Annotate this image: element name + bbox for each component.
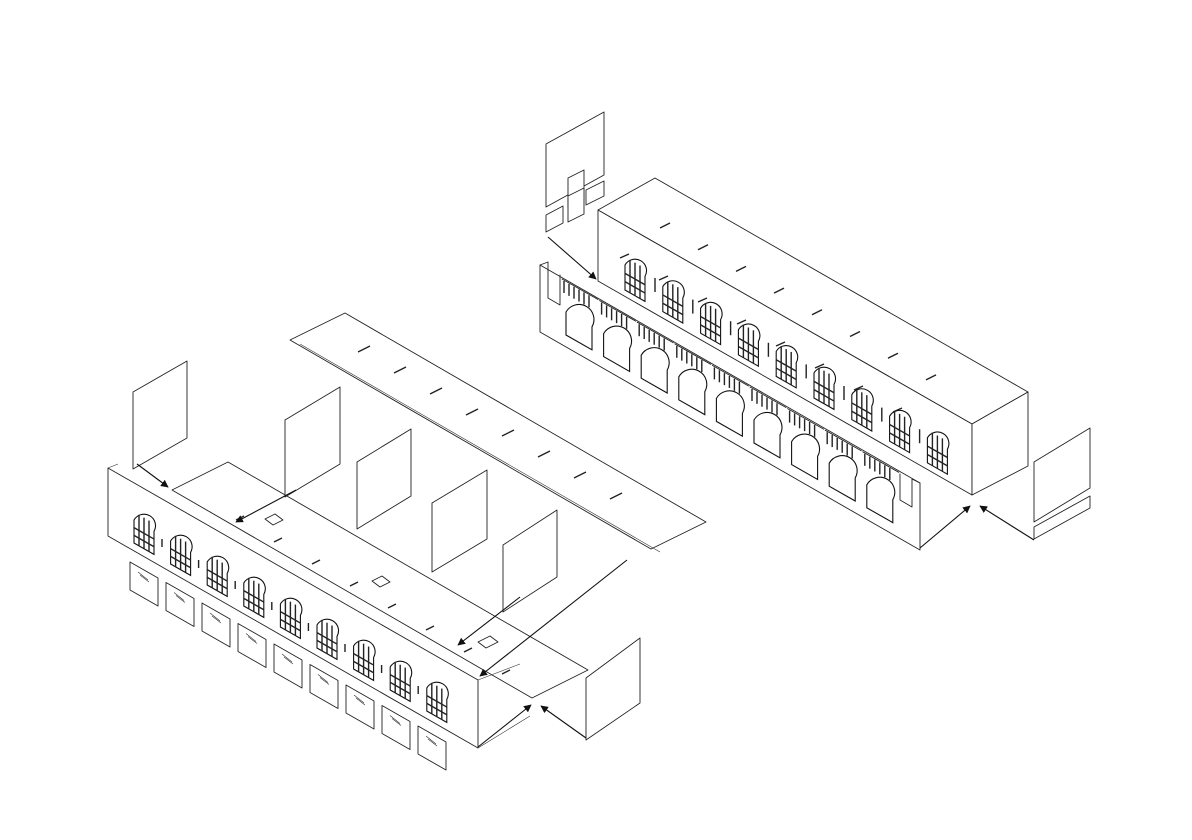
- pane-outline: [238, 624, 266, 668]
- glazing-pane: [310, 665, 338, 709]
- arrow: [541, 706, 586, 738]
- glazing-pane: [382, 706, 410, 750]
- end-wall-right: [1034, 428, 1090, 539]
- pane-outline: [166, 583, 194, 627]
- glazing-pane: [238, 624, 266, 668]
- glazing-pane: [346, 685, 374, 729]
- glazing-pane: [166, 583, 194, 627]
- pane-outline: [346, 685, 374, 729]
- glazing-pane: [274, 644, 302, 688]
- partition-wall: [285, 387, 340, 497]
- pane-outline: [130, 562, 158, 606]
- partition-wall: [432, 470, 487, 572]
- pane-outline: [382, 706, 410, 750]
- glazing-pane: [418, 726, 446, 770]
- small-parts-left: [546, 112, 604, 232]
- pane-outline: [310, 665, 338, 709]
- partition-wall: [357, 429, 411, 529]
- pane-outline: [274, 644, 302, 688]
- arrow: [920, 506, 970, 548]
- end-wall-right: [586, 638, 640, 740]
- pane-outline: [418, 726, 446, 770]
- left-assembly: [108, 313, 706, 770]
- end-wall-left: [133, 361, 187, 469]
- pane-outline: [202, 603, 230, 647]
- glazing-pane: [202, 603, 230, 647]
- arrow: [137, 464, 168, 487]
- arrow: [548, 237, 596, 279]
- glazing-pane: [130, 562, 158, 606]
- arrow: [478, 705, 531, 747]
- partition-wall: [503, 510, 557, 612]
- arrow: [980, 506, 1034, 540]
